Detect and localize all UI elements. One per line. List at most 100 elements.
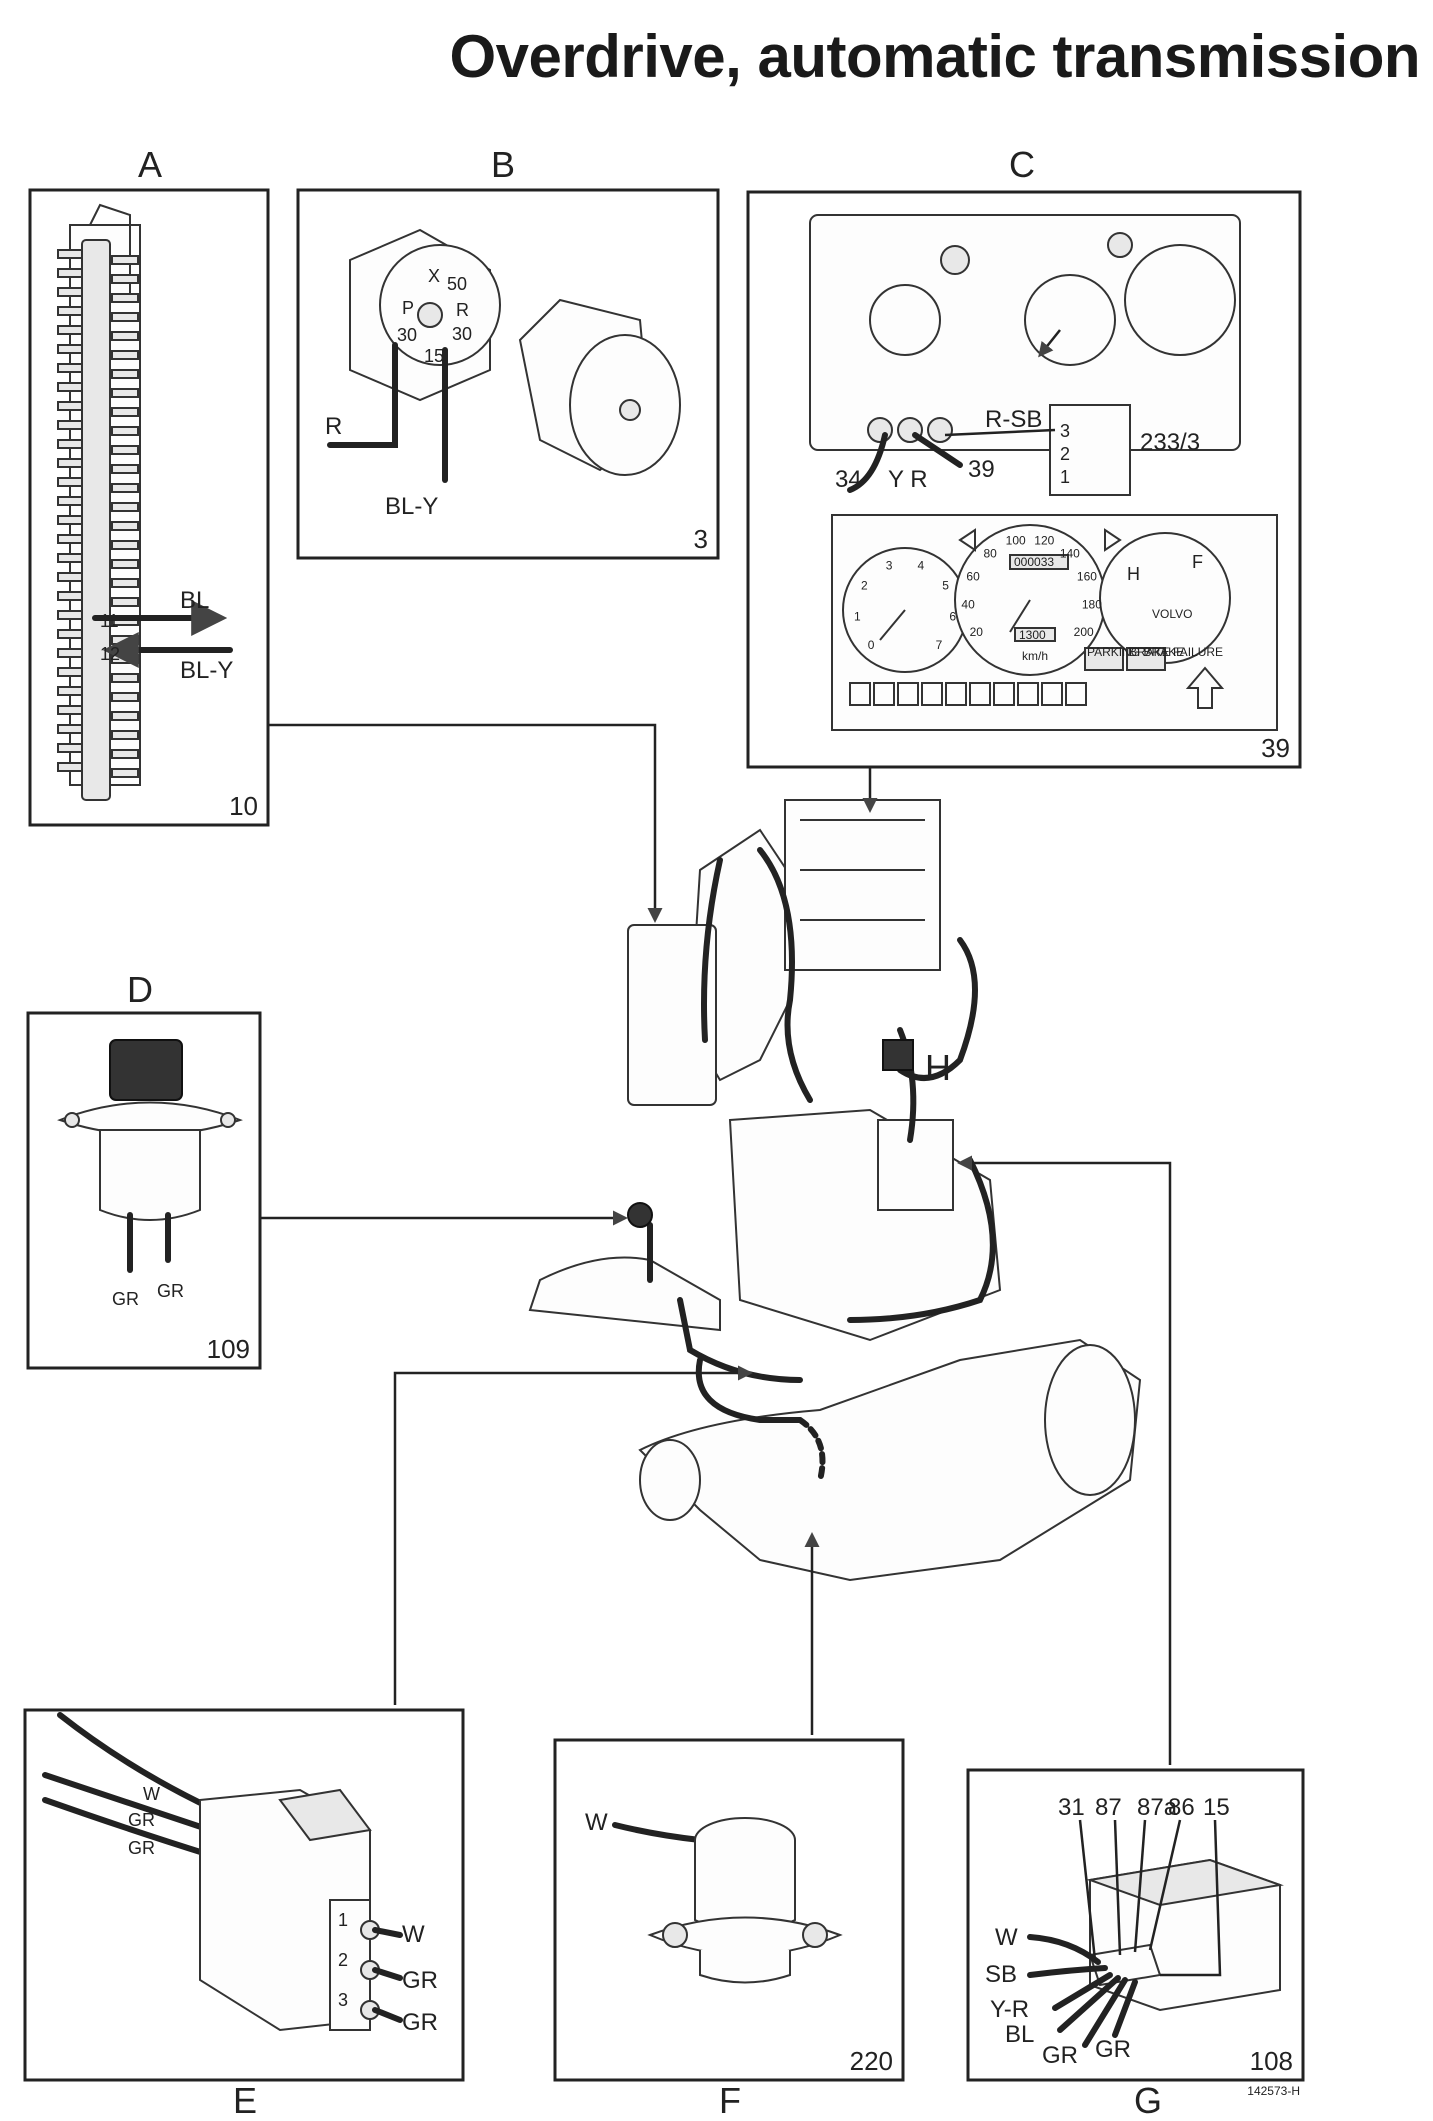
connector-label: 233/3	[1140, 429, 1200, 456]
panel-g-letter: G	[1134, 2080, 1162, 2121]
panel-h-letter: H	[925, 1047, 951, 1088]
fuse-clip-right	[111, 559, 139, 569]
fuse-clip-right	[111, 597, 139, 607]
panel-e-wire-gr-left-2: GR	[128, 1838, 155, 1858]
fuse-clip-right	[111, 369, 139, 379]
fuse-clip-left	[57, 534, 83, 544]
panel-c: C 3 2 1 233/3 34 Y R 39 R-SB	[746, 144, 1302, 769]
warning-lamp	[849, 682, 871, 706]
speedo-label: 120	[1034, 534, 1054, 548]
central-fuse-box	[627, 924, 717, 1106]
panel-f-number: 220	[850, 2046, 893, 2076]
tacho-label: 5	[942, 578, 949, 592]
leader-bulb	[1038, 329, 1061, 358]
overdrive-switch	[57, 1039, 243, 1273]
leader-31	[1078, 1819, 1097, 1961]
speedo-label: 140	[1060, 547, 1080, 561]
fuse-clip-left	[57, 515, 83, 525]
fuse-clip-right	[111, 673, 139, 683]
fuse-clip-left	[57, 648, 83, 658]
tacho-label: 3	[886, 559, 893, 573]
relay-h-housing	[877, 1119, 954, 1211]
pointer-arrow	[1185, 666, 1225, 709]
tacho-label: 4	[918, 559, 925, 573]
fuse-clip-left	[57, 496, 83, 506]
ignition-terminal-30a: 30	[397, 325, 417, 345]
speedo-unit: km/h	[1022, 649, 1048, 663]
temp-mark-h: H	[1127, 564, 1140, 584]
fuse-clip-right	[111, 331, 139, 341]
warning-lamp	[969, 682, 991, 706]
speedo-label: 160	[1077, 569, 1097, 583]
ignition-terminal-r: R	[456, 300, 469, 320]
panel-d-letter: D	[127, 969, 153, 1010]
brand-volvo: VOLVO	[1152, 607, 1192, 621]
wire-e-right-2	[372, 1967, 403, 1981]
warning-lamp	[1065, 682, 1087, 706]
overdrive-relay	[1086, 1858, 1284, 2012]
turn-left-arrow	[958, 528, 976, 552]
speedo-needle	[1009, 599, 1031, 633]
tacho-label: 6	[949, 609, 956, 623]
lamp-parking-brake	[1084, 647, 1124, 671]
fuse-clip-left	[57, 458, 83, 468]
fuse-clip-left	[57, 743, 83, 753]
fuse-clip-left	[57, 667, 83, 677]
leader-86	[1148, 1819, 1182, 1951]
ignition-terminal-50: 50	[447, 274, 467, 294]
fuse-clip-right	[111, 464, 139, 474]
fuse-clip-right	[111, 350, 139, 360]
ignition-terminal-15: 15	[424, 346, 444, 366]
wire-g-sb	[1027, 1965, 1108, 1978]
vehicle-assembly: H	[528, 799, 1142, 1582]
speedo-label: 20	[970, 625, 984, 639]
leader-87	[1113, 1819, 1122, 1956]
wire-e-right-1	[372, 1927, 403, 1938]
panel-a-number: 10	[229, 791, 258, 821]
wire-r	[327, 342, 398, 448]
harness-4	[847, 1157, 996, 1323]
fuse-clip-left	[57, 420, 83, 430]
fuse-clip-left	[57, 401, 83, 411]
fuse-clip-left	[57, 705, 83, 715]
fuse-clip-right	[111, 730, 139, 740]
fuse-clip-left	[57, 762, 83, 772]
fuse-clip-right	[111, 483, 139, 493]
leader-15	[1160, 1819, 1222, 1977]
fuse-clip-left	[57, 553, 83, 563]
warning-lamp	[945, 682, 967, 706]
warning-lamp	[873, 682, 895, 706]
fuse-clip-right	[111, 521, 139, 531]
harness-6	[695, 1357, 803, 1423]
panel-c-wire-yr: Y R	[888, 466, 928, 493]
figure-code: 142573-H	[1247, 2084, 1300, 2098]
fuse-clip-left	[57, 306, 83, 316]
relay-terminal-87: 87	[1095, 1794, 1122, 1821]
panel-e-letter: E	[233, 2080, 257, 2121]
wire-39	[912, 432, 963, 468]
wire-r-sb	[944, 428, 1056, 437]
panel-g-wire-sb: SB	[985, 1961, 1017, 1988]
lamp-brake-failure	[1126, 647, 1166, 671]
ignition-switch	[349, 228, 501, 402]
fuse-clip-left	[57, 477, 83, 487]
warning-lamp	[993, 682, 1015, 706]
panel-c-wire-34: 34	[835, 466, 862, 493]
fuse-box	[57, 203, 141, 801]
fuse-clip-left	[57, 591, 83, 601]
speedo-label: 60	[966, 569, 980, 583]
panel-b: B X 50 P R 30 30 15 R BL-Y 3	[296, 144, 720, 560]
panel-g-number: 108	[1250, 2046, 1293, 2076]
gear-selector-base	[528, 1256, 721, 1332]
fuse-clip-right	[111, 388, 139, 398]
panel-g-wire-w: W	[995, 1924, 1018, 1951]
panel-b-wire-bly: BL-Y	[385, 493, 438, 520]
fuse-clip-left	[57, 724, 83, 734]
panel-c-wire-39: 39	[968, 456, 995, 483]
switch-button	[109, 1039, 183, 1101]
fuse-clip-right	[111, 692, 139, 702]
panel-g: 31 87 87a 86 15 W SB Y-R BL GR GR 108 G	[966, 1768, 1305, 2121]
fuse-clip-right	[111, 768, 139, 778]
panel-e-wire-w-right: W	[402, 1921, 425, 1948]
